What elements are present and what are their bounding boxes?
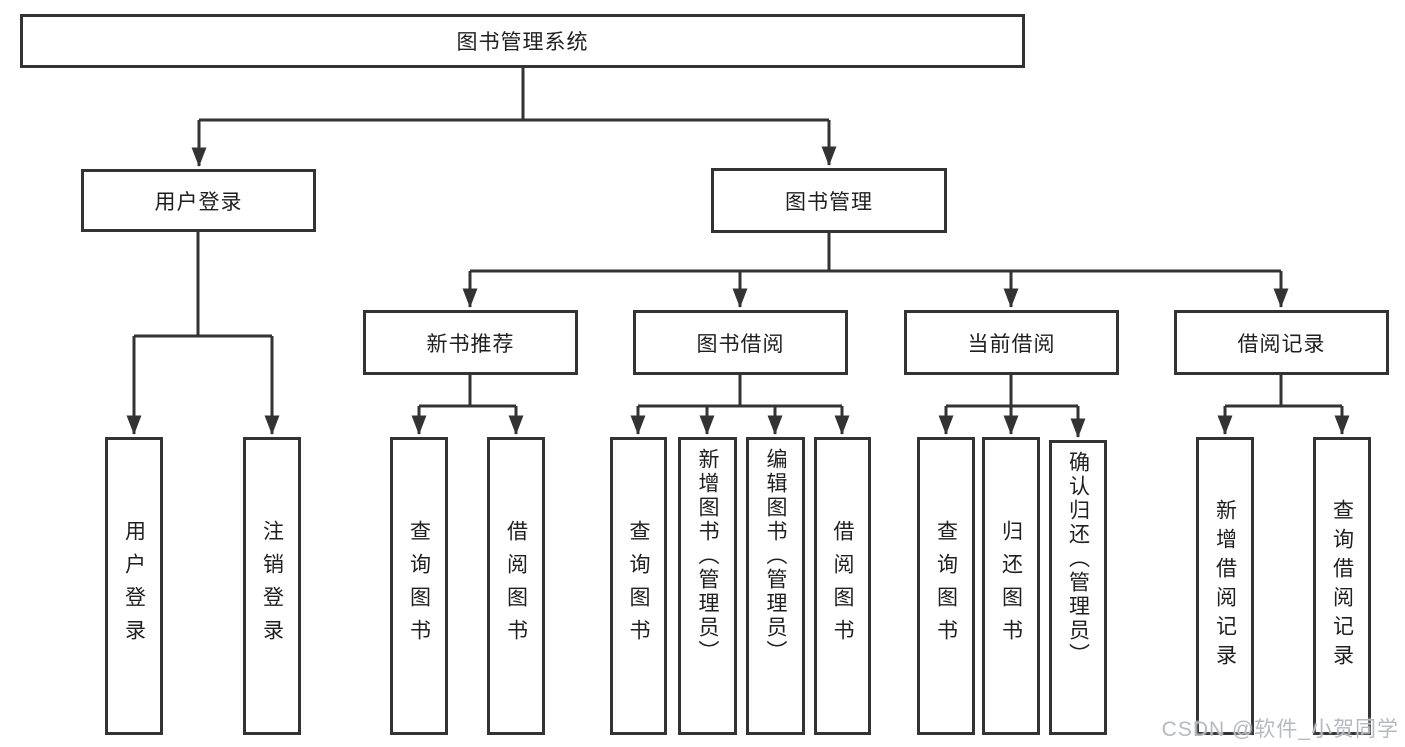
node-user-login: 用户登录	[81, 169, 316, 232]
leaf-add-borrow-record: 新增借阅记录	[1196, 437, 1254, 735]
leaf-borrow-books-recommend-label: 借阅图书	[504, 520, 528, 652]
leaf-add-book-admin: 新增图书（管理员）	[678, 437, 737, 735]
leaf-return-book-label: 归还图书	[999, 520, 1023, 652]
node-new-book-recommend: 新书推荐	[363, 310, 578, 375]
leaf-query-books-recommend-label: 查询图书	[407, 520, 431, 652]
leaf-add-book-admin-label: 新增图书（管理员）	[696, 448, 719, 664]
leaf-confirm-return-admin-label: 确认归还（管理员）	[1066, 451, 1090, 667]
leaf-confirm-return-admin: 确认归还（管理员）	[1049, 440, 1107, 735]
node-user-login-label: 用户登录	[154, 190, 243, 214]
leaf-add-borrow-record-label: 新增借阅记录	[1213, 499, 1237, 673]
leaf-borrow-books-recommend: 借阅图书	[487, 437, 545, 735]
leaf-user-login: 用户登录	[105, 437, 163, 735]
node-borrowing-records-label: 借阅记录	[1237, 332, 1326, 356]
leaf-query-books-borrowing: 查询图书	[610, 437, 667, 735]
node-book-borrowing-label: 图书借阅	[696, 332, 785, 356]
csdn-watermark: CSDN @软件_小贺同学	[1161, 718, 1399, 741]
leaf-borrow-books-borrowing: 借阅图书	[814, 437, 871, 735]
node-book-management: 图书管理	[711, 168, 947, 233]
leaf-query-books-recommend: 查询图书	[390, 437, 448, 735]
node-current-borrowing: 当前借阅	[904, 310, 1119, 375]
node-current-borrowing-label: 当前借阅	[967, 332, 1056, 356]
node-root-library-system: 图书管理系统	[20, 14, 1025, 68]
leaf-query-books-current-label: 查询图书	[934, 520, 958, 652]
node-borrowing-records: 借阅记录	[1174, 310, 1389, 375]
leaf-edit-book-admin-label: 编辑图书（管理员）	[764, 448, 787, 664]
leaf-edit-book-admin: 编辑图书（管理员）	[746, 437, 805, 735]
node-root-label: 图书管理系统	[456, 31, 589, 54]
node-book-borrowing: 图书借阅	[633, 310, 848, 375]
leaf-query-borrow-record-label: 查询借阅记录	[1330, 499, 1354, 673]
leaf-logout: 注销登录	[243, 437, 301, 735]
node-book-management-label: 图书管理	[785, 190, 873, 214]
node-new-book-recommend-label: 新书推荐	[426, 332, 515, 356]
leaf-query-books-borrowing-label: 查询图书	[627, 520, 650, 652]
leaf-query-borrow-record: 查询借阅记录	[1313, 437, 1371, 735]
leaf-query-books-current: 查询图书	[917, 437, 975, 735]
leaf-return-book: 归还图书	[982, 437, 1040, 735]
leaf-borrow-books-borrowing-label: 借阅图书	[831, 520, 854, 652]
leaf-user-login-label: 用户登录	[122, 520, 146, 652]
leaf-logout-label: 注销登录	[260, 520, 284, 652]
